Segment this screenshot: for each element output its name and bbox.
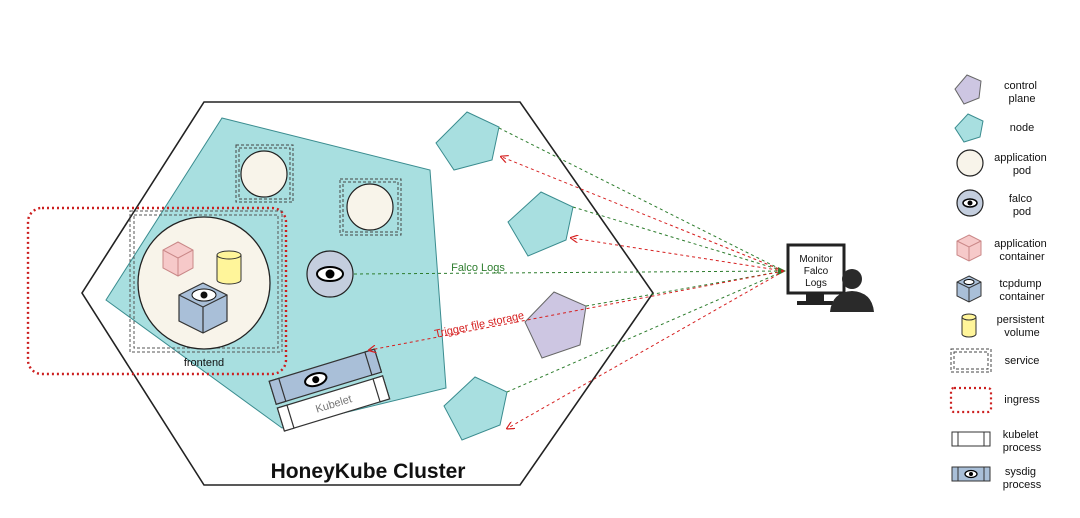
legend-tcpdump-container-icon [956, 275, 982, 303]
persistent-volume-icon [216, 250, 242, 285]
frontend-service-box [129, 210, 283, 353]
legend-kubelet-process-label: kubelet process [1003, 429, 1042, 454]
frontend-service-box-inner [133, 214, 279, 349]
user-icon [830, 269, 874, 312]
legend-falco-pod-label: falco pod [1009, 193, 1035, 218]
node-1 [435, 111, 500, 171]
monitor-line-3: Logs [805, 278, 827, 289]
legend-persistent-volume-icon [961, 313, 977, 338]
legend-service-icon [950, 348, 992, 373]
monitor-icon [786, 243, 846, 305]
node-2 [507, 191, 574, 257]
legend-falco-pod-icon [956, 189, 984, 217]
legend-node-icon [954, 113, 984, 143]
legend-sysdig-process-label: sysdig process [1003, 466, 1042, 491]
cluster-title: HoneyKube Cluster [271, 460, 466, 483]
legend-ingress-label: ingress [1004, 394, 1040, 406]
legend-persistent-volume-label: persistent volume [997, 314, 1048, 339]
frontend-label: frontend [184, 357, 224, 369]
tcpdump-container-icon [178, 282, 228, 334]
legend-control-plane-icon [954, 74, 982, 105]
legend-control-plane-label: control plane [1004, 80, 1040, 105]
control-plane-node [524, 291, 587, 359]
legend-sysdig-process-icon [951, 466, 991, 482]
legend-node-label: node [1010, 122, 1034, 134]
legend-ingress-icon [949, 386, 993, 414]
legend: control plane node application pod falco… [949, 74, 1050, 491]
service-box-pod-2-inner [342, 181, 399, 233]
legend-kubelet-process-icon [951, 431, 991, 447]
application-pod-1 [240, 150, 288, 198]
service-box-pod-2 [339, 178, 402, 236]
legend-service-label: service [1005, 355, 1040, 367]
legend-application-pod-icon [956, 149, 984, 177]
falco-pod [306, 250, 354, 298]
service-box-pod-1-inner [238, 147, 291, 200]
legend-application-pod-label: application pod [994, 152, 1050, 177]
falco-logs-label: Falco Logs [451, 262, 505, 274]
node-3 [443, 376, 508, 441]
kubelet-process: Kubelet [268, 348, 391, 432]
legend-tcpdump-container-label: tcpdump container [999, 278, 1045, 303]
application-container-icon [162, 241, 194, 277]
legend-application-container-icon [956, 234, 982, 262]
service-box-pod-1 [235, 144, 294, 203]
trigger-edges [370, 157, 785, 428]
legend-application-container-label: application container [994, 238, 1050, 263]
monitor-line-1: Monitor [799, 254, 833, 265]
falco-log-edges [353, 127, 786, 393]
application-pod-2 [346, 183, 394, 231]
ingress-box [26, 206, 288, 376]
monitor-line-2: Falco [804, 266, 829, 277]
